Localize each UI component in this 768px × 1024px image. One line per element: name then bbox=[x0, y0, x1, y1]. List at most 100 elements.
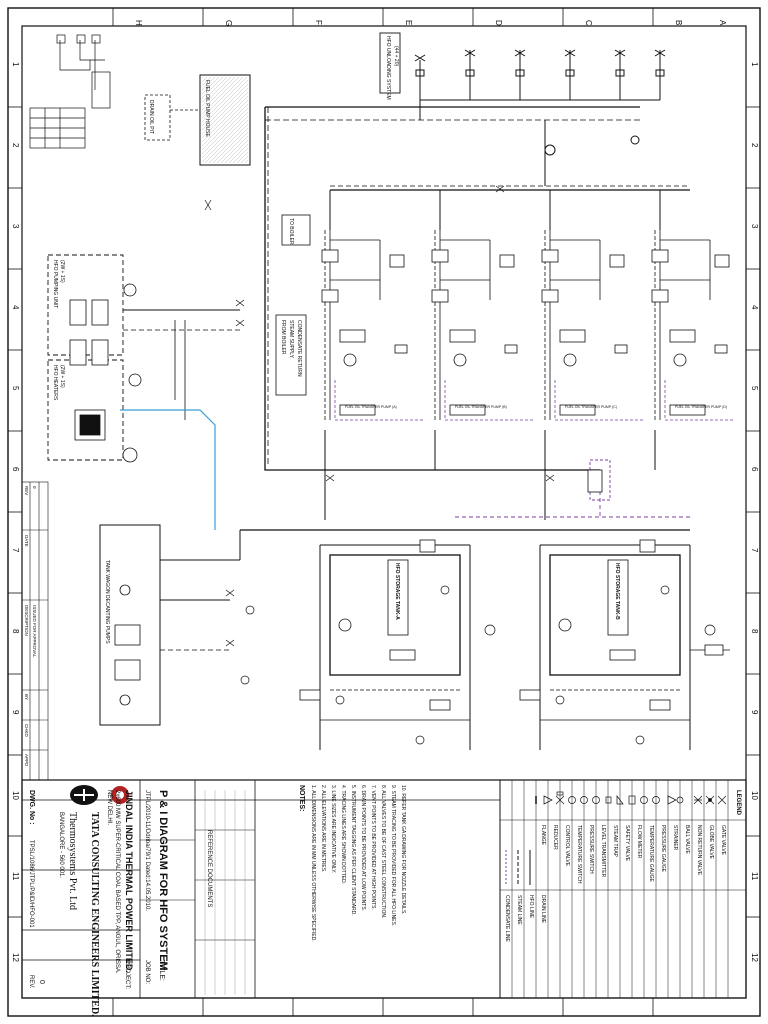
skid-d-label: FUEL OIL TRANSFER PUMP (D) bbox=[675, 405, 727, 409]
legend-item: HFO LINE bbox=[528, 895, 534, 919]
instrument-bubbles bbox=[240, 585, 716, 745]
heaters-label: HFO HEATERS bbox=[52, 365, 58, 401]
revision-table bbox=[21, 481, 49, 781]
legend-item: DRAIN LINE bbox=[540, 895, 546, 924]
contractor-city: BANGALORE - 560 001. bbox=[58, 812, 64, 878]
row-marker: 10 bbox=[11, 791, 20, 800]
col-marker: C bbox=[584, 20, 593, 26]
legend-item: FLANGE bbox=[540, 825, 546, 846]
row-marker: 6 bbox=[11, 467, 20, 472]
project-name: JINDAL INDIA THERMAL POWER LIMITED. bbox=[124, 790, 134, 973]
legend-item: TEMPERATURE SWITCH bbox=[576, 825, 582, 884]
note-line: 8. ALL VALVES TO BE OF CAST STEEL CONSTR… bbox=[380, 785, 386, 918]
col-marker: A bbox=[718, 20, 727, 26]
steam-trace-box bbox=[587, 469, 603, 493]
legend-item: CONTROL VALVE bbox=[564, 825, 570, 867]
note-line: 5. INSTRUMENT TAGGING AS PER CLIENT STAN… bbox=[350, 785, 356, 916]
from-boiler-label: FROM BOILER bbox=[280, 320, 286, 355]
row-marker: 4 bbox=[750, 305, 759, 310]
skid-b bbox=[431, 230, 535, 421]
note-line: 6. DRAIN POINTS TO BE PROVIDED AT LOW PO… bbox=[360, 785, 366, 911]
row-marker: 4 bbox=[11, 305, 20, 310]
note-line: 7. VENT POINTS TO BE PROVIDED AT HIGH PO… bbox=[370, 785, 376, 910]
project-city: NEW DELHI. bbox=[106, 790, 112, 825]
row-marker: 2 bbox=[750, 143, 759, 148]
drain-pit-label: DRAIN OIL PIT bbox=[148, 100, 154, 134]
drawing-number-label: DWG. No : bbox=[28, 790, 35, 825]
row-marker: 5 bbox=[750, 386, 759, 391]
reference-heading: REFERENCE DOCUMENTS bbox=[206, 830, 212, 907]
tank-name-plates bbox=[387, 559, 629, 636]
unloading-box bbox=[379, 32, 401, 94]
legend-item: STEAM LINE bbox=[516, 895, 522, 925]
decanting-label: TANK WAGON DECANTING PUMPS bbox=[104, 560, 110, 644]
note-line: 2. ALL ELEVATIONS ARE IN METRES. bbox=[320, 785, 326, 872]
row-marker: 2 bbox=[11, 143, 20, 148]
row-marker: 11 bbox=[750, 872, 759, 881]
heater-skid-area bbox=[47, 254, 240, 726]
pumping-unit-label: HFO PUMPING UNIT bbox=[52, 260, 58, 308]
col-marker: H bbox=[134, 20, 143, 26]
legend-item: STEAM TRAP bbox=[612, 825, 618, 858]
title-label: TITLE: bbox=[158, 960, 165, 981]
svg-text:BY: BY bbox=[24, 694, 29, 700]
contractor-name: Thermosystems Pvt. Ltd bbox=[67, 812, 78, 910]
legend-symbols bbox=[535, 791, 727, 805]
row-marker: 3 bbox=[750, 224, 759, 229]
legend-item: CONDENSATE LINE bbox=[504, 895, 510, 943]
legend-item: TEMPERATURE GAUGE bbox=[648, 825, 654, 883]
storage-tank-a bbox=[299, 539, 471, 750]
middle-label-boxes bbox=[275, 214, 311, 396]
condensate-label: CONDENSATE RETURN bbox=[296, 320, 302, 377]
row-marker: 7 bbox=[11, 548, 20, 553]
svg-text:0: 0 bbox=[32, 486, 37, 489]
tce-logo bbox=[111, 786, 129, 804]
project-label: PROJECT: bbox=[124, 960, 130, 989]
title-block-rows bbox=[204, 790, 246, 995]
col-marker: G bbox=[224, 20, 233, 26]
legend-item: SAFETY VALVE bbox=[624, 825, 630, 862]
pumping-unit-sub: (2W + 1S) bbox=[59, 260, 65, 283]
drawing-number: TPSL/1086/JTPL/P&ID/HFO-001 bbox=[28, 840, 34, 928]
tata-logo bbox=[70, 785, 98, 805]
legend-items: GATE VALVE GLOBE VALVE NON RETURN VALVE … bbox=[504, 825, 726, 943]
row-marker: 11 bbox=[11, 872, 20, 881]
skid-d bbox=[651, 230, 735, 421]
skid-a bbox=[321, 230, 425, 421]
project-subtitle: 2x600 MW SUPER-CRITICAL COAL BASED TPP, … bbox=[114, 790, 120, 974]
note-line: 4. TRACING LINES ARE SHOWN DOTTED. bbox=[340, 785, 346, 884]
legend-item: REDUCER bbox=[552, 825, 558, 850]
border-column-ticks bbox=[112, 8, 654, 1016]
svg-text:REV: REV bbox=[24, 486, 29, 495]
tag-box bbox=[29, 34, 111, 149]
row-marker: 12 bbox=[750, 953, 759, 962]
drawing-title: P & I DIAGRAM FOR HFO SYSTEM bbox=[157, 790, 169, 971]
legend-item: GATE VALVE bbox=[720, 825, 726, 856]
svg-text:APPD: APPD bbox=[24, 754, 29, 767]
steam-supply-label: STEAM SUPPLY bbox=[288, 320, 294, 359]
heater-skid-equipment bbox=[69, 283, 142, 706]
skid-c-label: FUEL OIL TRANSFER PUMP (C) bbox=[565, 405, 617, 409]
note-line: 3. LINE SIZES ARE INDICATIVE ONLY. bbox=[330, 785, 336, 873]
revision-headers: REV DATE DESCRIPTION BY CHKD APPD 0 ISSU… bbox=[24, 486, 37, 767]
col-marker: E bbox=[404, 20, 413, 25]
row-marker: 6 bbox=[750, 467, 759, 472]
border-row-ticks bbox=[8, 106, 760, 918]
legend-item: GLOBE VALVE bbox=[708, 825, 714, 860]
legend-item: LEVEL TRANSMITTER bbox=[600, 825, 606, 878]
legend-item: NON RETURN VALVE bbox=[696, 825, 702, 876]
tank-b-label: HFO STORAGE TANK-B bbox=[614, 563, 620, 620]
note-line: 1. ALL DIMENSIONS ARE IN MM UNLESS OTHER… bbox=[310, 785, 316, 942]
col-marker: D bbox=[494, 20, 503, 26]
legend-item: PRESSURE SWITCH bbox=[588, 825, 594, 874]
steam-trace-loop bbox=[589, 459, 611, 501]
job-label: JOB NO: bbox=[144, 960, 150, 984]
main-headers bbox=[239, 106, 690, 560]
col-marker: F bbox=[314, 20, 323, 25]
job-number: JTPL/2010-11/Ddriba/79/1 Dated:14.05.201… bbox=[144, 790, 150, 911]
unloading-label: HFO UNLOADING SYSTEM bbox=[385, 36, 391, 100]
legend-heading: LEGEND bbox=[735, 790, 741, 816]
consultant-name: TATA CONSULTING ENGINEERS LIMITED. bbox=[89, 812, 100, 1017]
svg-text:DATE: DATE bbox=[24, 535, 29, 547]
